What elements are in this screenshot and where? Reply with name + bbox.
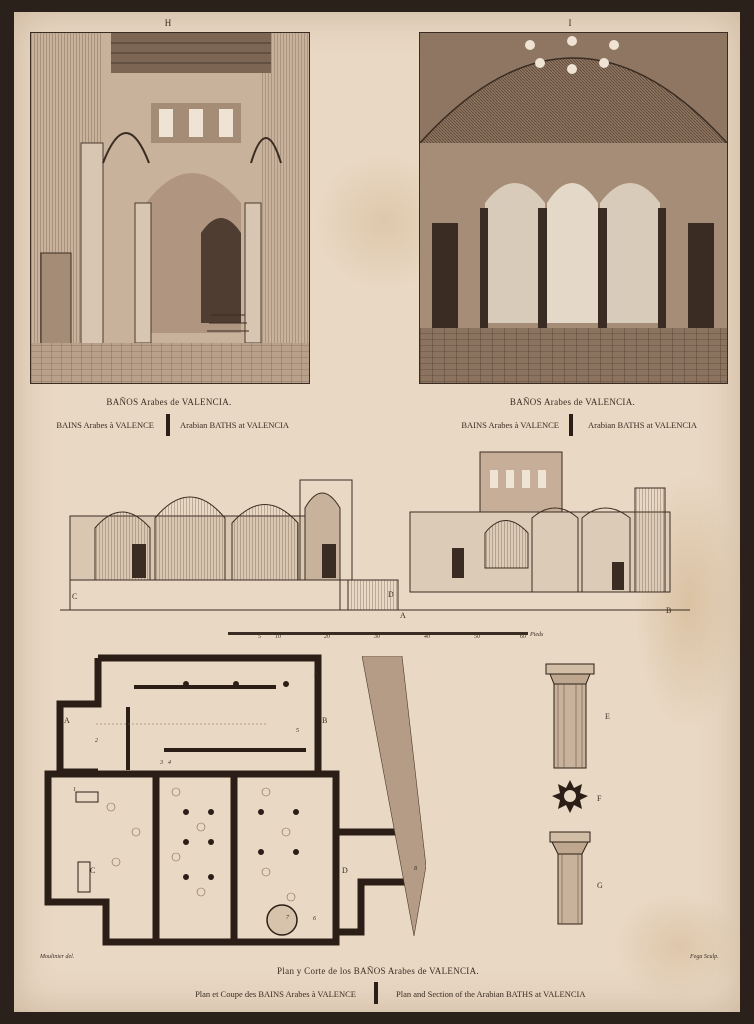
caption-right-title: BAÑOS Arabes de VALENCIA. [509,397,636,407]
section-letter-b: B [666,606,672,615]
plan-number: 4 [168,760,171,766]
section-letter-a: A [400,611,406,620]
plan-number: 2 [95,738,98,744]
scale-tick: 40 [424,634,430,640]
plate-number-right: I [568,18,572,28]
scale-tick: 20 [324,634,330,640]
caption-left-french: BAINS Arabes à VALENCE [56,420,154,430]
caption-bottom-french: Plan et Coupe des BAINS Arabes à VALENCE [195,989,356,999]
caption-bottom-title: Plan y Corte de los BAÑOS Arabes de VALE… [277,966,479,976]
section-drawings [60,448,690,635]
scale-tick: 30 [374,634,380,640]
section-letter-c: C [72,592,78,601]
wall-strip [361,655,427,937]
detail-letter-e: E [605,712,610,721]
caption-right-english: Arabian BATHS at VALENCIA [588,420,697,430]
credit-engraver: Fega Sculp. [690,954,719,960]
plan-number: 7 [286,915,289,921]
detail-letter-g: G [597,881,603,890]
plan-number: 8 [414,866,417,872]
scale-tick: 10 [275,634,281,640]
plan-number: 6 [313,916,316,922]
scale-tick: 60 [520,634,526,640]
caption-right-french: BAINS Arabes à VALENCE [461,420,559,430]
caption-divider [166,414,170,436]
caption-left-title: BAÑOS Arabes de VALENCIA. [106,397,232,407]
caption-bottom-english: Plan and Section of the Arabian BATHS at… [396,989,586,999]
plan-letter-c: C [90,866,96,875]
interior-view-left [30,32,310,384]
plan-letter-a: A [64,716,70,725]
scale-tick: 50 [474,634,480,640]
plan-number: 3 [160,760,163,766]
caption-divider [569,414,573,436]
scale-tick: 5 [258,634,261,640]
plan-letter-d: D [342,866,348,875]
plate-number-left: H [164,18,172,28]
caption-left-english: Arabian BATHS at VALENCIA [180,420,289,430]
foxing-stain [614,892,744,1002]
detail-letter-f: F [597,794,602,803]
plan-number: 9 [314,672,317,678]
plan-number: 1 [73,787,76,793]
plan-letter-b: B [322,716,328,725]
plan-number: 5 [296,728,299,734]
caption-divider [374,982,378,1004]
scale-unit: Pieds [530,632,544,638]
interior-view-right [419,32,728,384]
credit-draughtsman: Moulinier del. [40,954,75,960]
column-details [540,660,600,930]
section-letter-d: D [388,590,394,599]
scale-bar [228,632,528,635]
